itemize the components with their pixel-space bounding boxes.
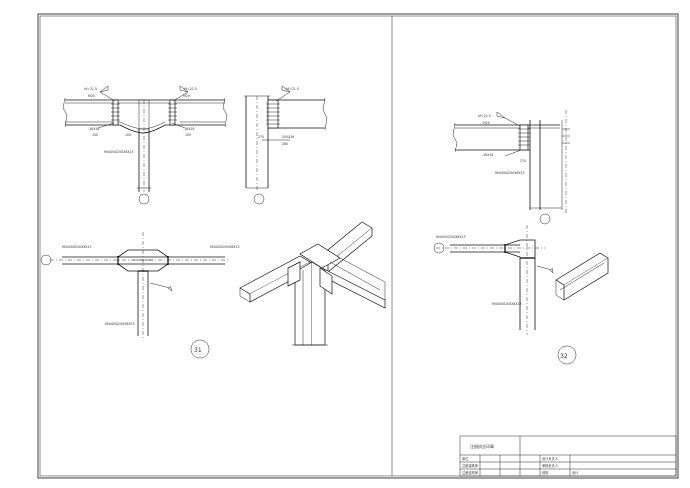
beam-plan-right-label: HN400X200X8X13 [210,245,240,249]
gap-label-1: 100 [92,133,98,137]
column-label-32: HN400X200X8X13 [495,171,525,175]
plate-label-32: -16X18 [482,153,493,157]
title-block-heading: 注册执业印章 [470,443,494,449]
bolt-label-32: M20 [483,121,490,125]
detail-31-number: 31 [194,347,202,354]
weld-label-right: hf=21.5 [184,87,197,91]
detail-31-plan [40,232,230,340]
detail-31-plan-axis-mark [40,254,52,266]
bolt-label-left: M20 [88,94,95,98]
detail-32-plan-axis-mark [433,242,445,254]
column-plan-label-32: HN400X200X8X13 [492,302,522,306]
detail-32-number: 32 [560,353,568,360]
detail-31-side-view [244,85,328,205]
gap-label-3: 100 [185,133,191,137]
weld-label-side: hf=21.5 [286,87,299,91]
detail-32-plan [433,225,554,335]
weld-label-32: hf=21.5 [478,114,491,118]
side-label-1: 275 [258,135,264,139]
plate-label-right: -16X18 [183,127,194,131]
beam-plan-label-32: HN400X200X8X13 [436,235,466,239]
side-label-2: 200X16 [282,135,294,139]
bolt-label-right: M20 [183,94,190,98]
side-label-3: 280 [282,142,288,146]
column-plan-label-31: HN400X200X8X13 [105,322,135,326]
title-block [459,435,677,477]
detail-32-elevation [452,110,570,225]
title-row-2-label: 注册建筑师 [462,463,479,468]
detail-32-isometric [555,252,609,301]
detail-31-section-mark-left [138,193,150,205]
detail-31-elevation [62,85,228,205]
detail-31-section-mark-right [253,193,265,205]
title-row-1-value: 设计负责人 [542,456,559,461]
title-row-3-value: 校核 [542,470,549,475]
detail-31-number-mark [190,339,210,359]
title-row-4-value: 设计 [572,470,579,475]
column-label-31: HN400X200X8X13 [104,150,134,154]
title-row-2-value: 审核负责人 [542,463,559,468]
detail-31-isometric [239,221,386,346]
weld-label-left: hf=21.5 [84,87,97,91]
beam-plan-left-label: HN400X200X8X13 [62,245,92,249]
side-label-32: 270 [520,159,526,163]
title-row-1-label: 单位 [462,456,469,461]
plate-label-left: -16X18 [88,127,99,131]
sheet-inner-border [39,15,677,477]
detail-32-section-mark [539,213,551,225]
sheet-border [37,13,679,479]
detail-32-number-mark [557,345,577,365]
gap-label-2: 100 [125,133,131,137]
title-row-3-label: 注册结构师 [462,470,479,475]
